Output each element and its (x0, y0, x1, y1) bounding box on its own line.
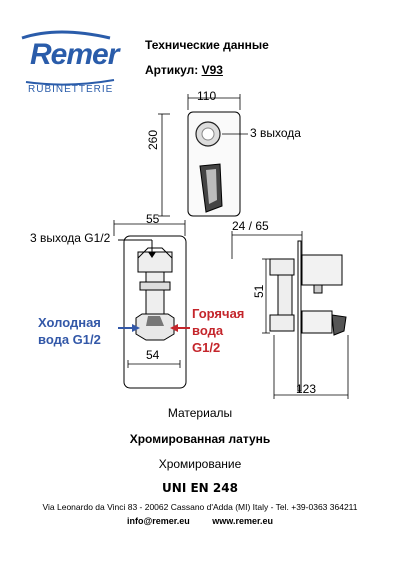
article-line: Артикул: V93 (145, 63, 223, 77)
article-value: V93 (201, 63, 223, 77)
dim-side-height: 51 (252, 284, 266, 298)
material-value: Хромированная латунь (129, 432, 271, 446)
dim-body-top: 55 (146, 212, 160, 226)
footer-web[interactable]: www.remer.eu (212, 516, 273, 526)
finish-value: Хромирование (158, 457, 242, 471)
body-outputs-label: 3 выхода G1/2 (30, 231, 111, 245)
logo-swoosh (21, 30, 115, 86)
article-label: Артикул: (145, 63, 199, 77)
standard-value: UNI EN 248 (162, 481, 238, 495)
hot-water-label: Горячая вода G1/2 (192, 306, 245, 355)
footer-contacts: info@remer.eu www.remer.eu (0, 516, 400, 526)
materials-heading: Материалы (167, 406, 233, 420)
body-drawing (113, 220, 190, 389)
side-view-drawing (231, 231, 349, 399)
logo-brand: Remer (30, 38, 119, 71)
dim-side-bottom: 123 (296, 382, 317, 396)
dim-side-top: 24 / 65 (232, 219, 269, 233)
cold-water-label: Холодная вода G1/2 (38, 315, 101, 347)
page-title: Технические данные (145, 38, 269, 52)
outputs-label: 3 выхода (250, 126, 301, 140)
dim-body-bottom: 54 (146, 348, 160, 362)
footer-email[interactable]: info@remer.eu (126, 516, 190, 526)
front-view-drawing (158, 94, 248, 217)
footer-address: Via Leonardo da Vinci 83 - 20062 Cassano… (42, 502, 358, 512)
dim-height: 260 (146, 129, 160, 150)
dim-width: 110 (197, 89, 217, 103)
logo-subtitle: RUBINETTERIE (28, 84, 114, 95)
